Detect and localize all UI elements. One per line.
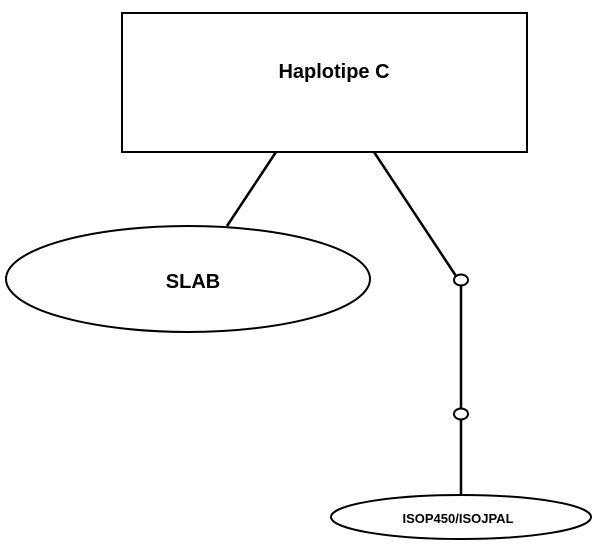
isop-ellipse [330, 494, 592, 540]
root-to-joint-connector [372, 151, 458, 277]
joint-circle-upper [453, 273, 469, 287]
slab-label: SLAB [166, 271, 220, 293]
isop-label: ISOP450/ISOJPAL [402, 511, 513, 526]
haplotype-label: Haplotipe C [278, 61, 389, 83]
joint-circle-lower [453, 407, 469, 421]
slab-ellipse [5, 225, 371, 333]
root-to-slab-connector [225, 151, 278, 227]
haplotype-box [121, 12, 528, 153]
